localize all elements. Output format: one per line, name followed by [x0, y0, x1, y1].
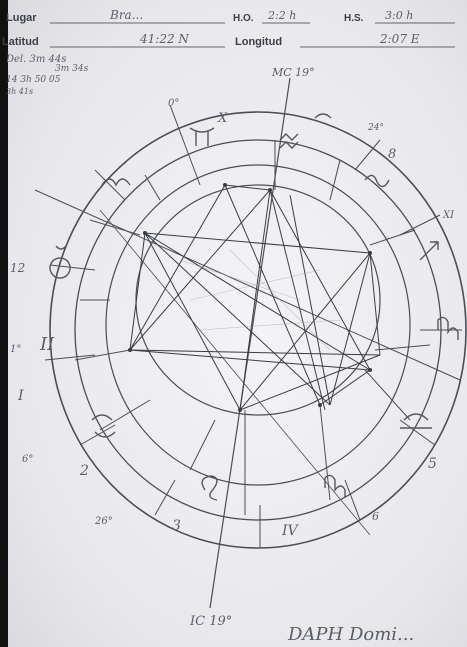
note-3: 14 3h 50 05 [6, 75, 61, 85]
hs-label: H.S. [344, 13, 364, 24]
footer-text: DAPH Domi... [287, 624, 414, 645]
house-num-1: I [17, 388, 24, 404]
latitud-value: 41:22 N [139, 32, 189, 46]
mc-label: MC 19° [271, 66, 315, 79]
longitud-label: Longitud [235, 36, 282, 48]
ic-label: IC 19° [189, 614, 232, 629]
degree-mark-1: 1° [10, 344, 21, 355]
degree-mark-3: 26° [94, 516, 113, 527]
degree-mark-4: 24° [367, 123, 384, 133]
note-2: 3m 34s [55, 64, 89, 74]
house-num-8: 8 [388, 147, 396, 162]
house-num-12: 12 [10, 261, 25, 275]
house-num-2: 2 [79, 463, 89, 479]
lugar-label: Lugar [6, 12, 37, 24]
house-num-5: 5 [428, 456, 437, 472]
house-roman-IV: IV [281, 523, 300, 539]
dark-edge [0, 0, 8, 647]
longitud-value: 2:07 E [379, 32, 420, 46]
house-roman-II: II [39, 334, 55, 355]
hd-label: H.O. [233, 13, 254, 24]
hs-value: 3:0 h [385, 9, 413, 22]
house-roman-XI: XI [442, 210, 455, 221]
latitud-label: Latitud [2, 36, 39, 48]
hd-value: 2:2 h [267, 9, 296, 22]
house-num-3: 3 [172, 518, 181, 534]
house-num-6: 6 [372, 510, 379, 523]
note-4: 3h 41s [6, 87, 33, 96]
house-roman-X: X [217, 111, 228, 126]
lugar-value: Bra... [109, 8, 143, 22]
degree-mark-0: 0° [168, 98, 179, 109]
degree-mark-2: 6° [22, 454, 33, 465]
